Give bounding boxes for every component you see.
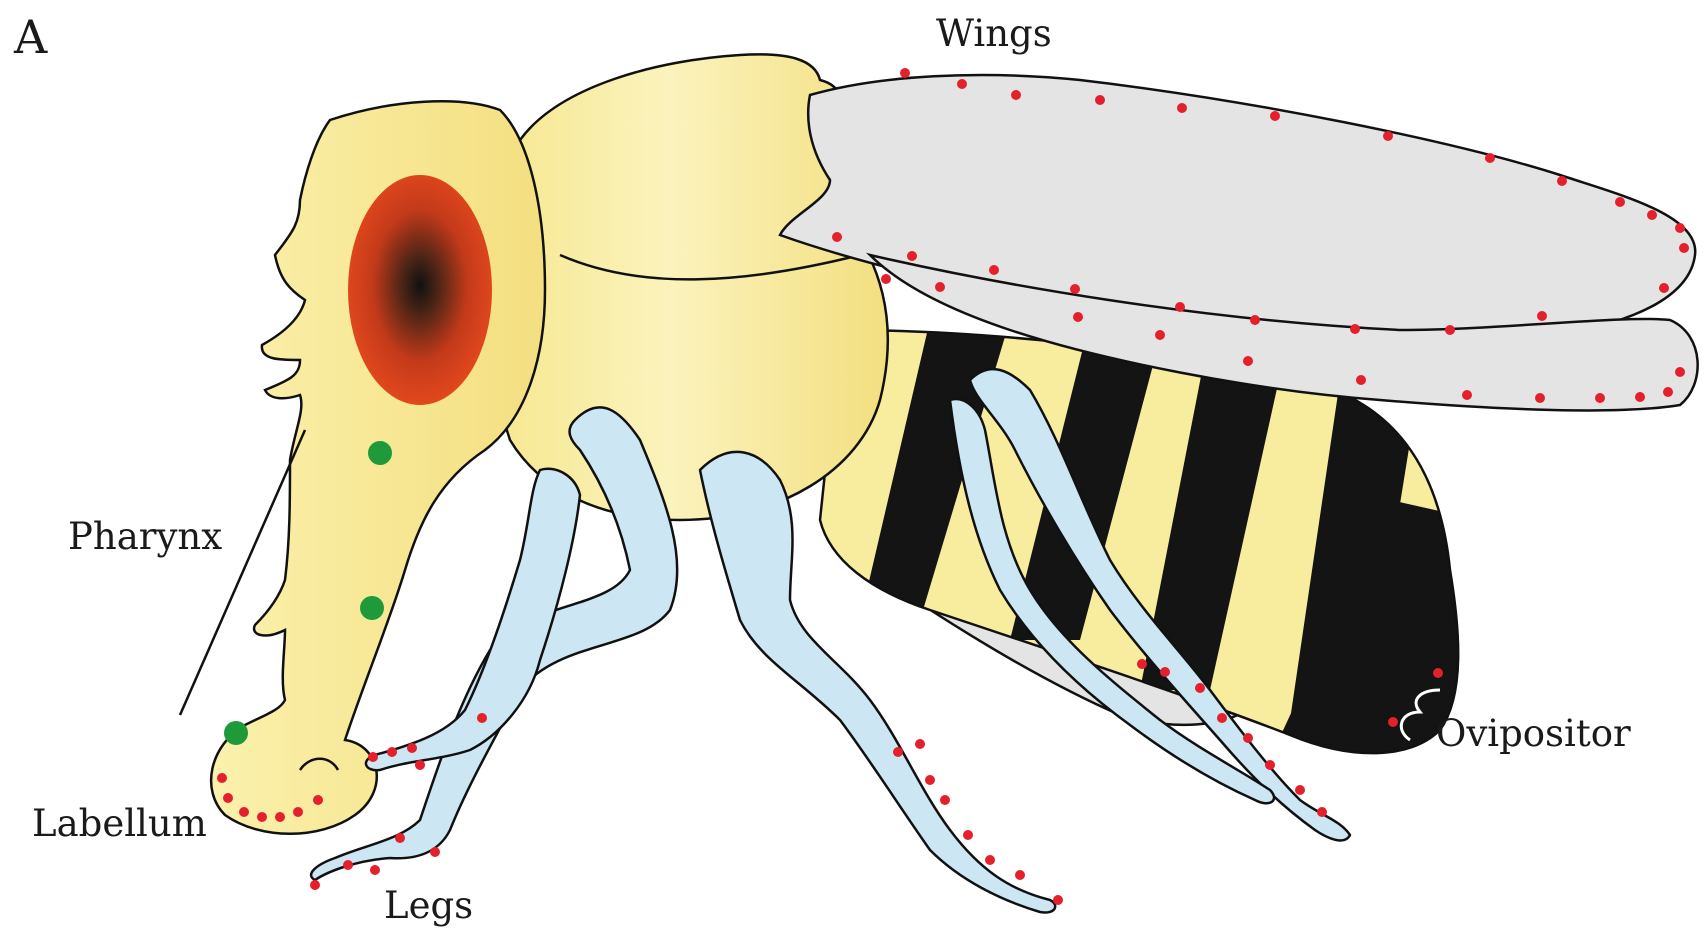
panel-letter: A (14, 10, 47, 64)
labellum-label: Labellum (32, 802, 207, 845)
wings-label: Wings (936, 12, 1052, 55)
compound-eye (348, 175, 492, 405)
ovipositor-label: Ovipositor (1436, 712, 1631, 755)
pharynx-label: Pharynx (68, 515, 222, 558)
upper-wing (780, 75, 1695, 338)
legs-label: Legs (384, 884, 473, 927)
